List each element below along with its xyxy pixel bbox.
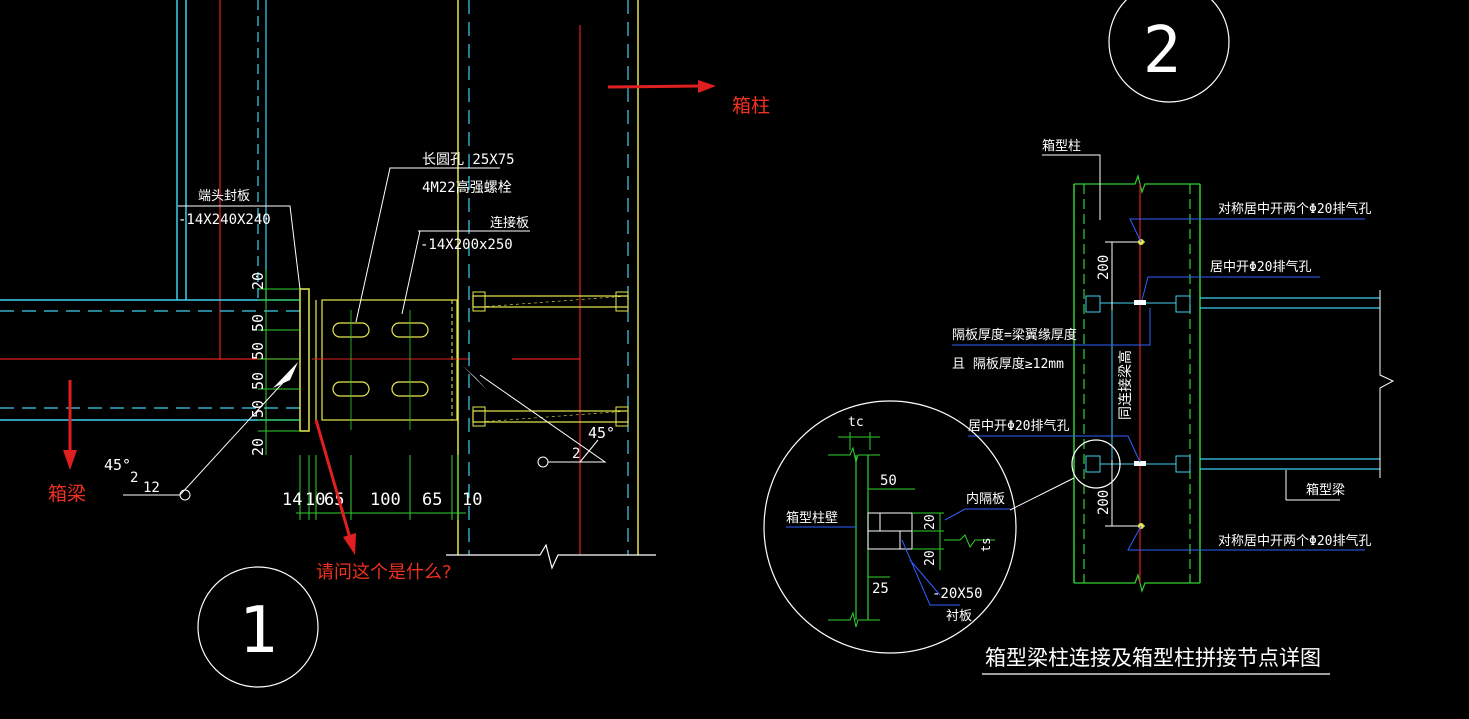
- dim-v-4: 50: [249, 372, 267, 390]
- detail-2-beam: [1200, 290, 1395, 478]
- dim-v-3: 50: [249, 342, 267, 360]
- dim-200-top: 200: [1096, 255, 1112, 280]
- vent-two-bottom: 对称居中开两个Φ20排气孔: [1218, 533, 1371, 549]
- detail-2-number: 2: [1143, 14, 1182, 88]
- detail-2: 2: [763, 0, 1395, 675]
- end-plate-title: 端头封板: [198, 189, 250, 204]
- vent-two-top: 对称居中开两个Φ20排气孔: [1218, 201, 1371, 217]
- weld-left-angle: 45°: [104, 456, 131, 474]
- dim-h-6: 10: [462, 490, 482, 510]
- weld-arrow-right: [462, 365, 487, 390]
- dim-h-5: 65: [422, 490, 442, 510]
- detail-2-leaders: [952, 154, 1365, 551]
- box-column: [446, 0, 656, 570]
- connection-plate-title: 连接板: [490, 215, 529, 231]
- dim-h-1: 14: [282, 490, 302, 510]
- detail-25: 25: [872, 581, 889, 597]
- drawing-title: 箱型梁柱连接及箱型柱拼接节点详图: [985, 646, 1321, 670]
- diaphragm-note-2: 且 隔板厚度≥12mm: [952, 356, 1064, 372]
- dim-v-2: 50: [249, 314, 267, 332]
- detail-50: 50: [880, 473, 897, 489]
- connection-plate-spec: -14X200x250: [420, 237, 513, 253]
- weld-left-gap: 12: [143, 480, 160, 496]
- beam-height-label: 同连接梁高: [1117, 350, 1134, 420]
- detail-inner-diaphragm: 内隔板: [966, 491, 1005, 507]
- dim-200-bottom: 200: [1096, 490, 1112, 515]
- leaders-detail-1: [123, 167, 607, 501]
- weld-arrow-left: [273, 362, 298, 388]
- dim-h-4: 100: [370, 490, 401, 510]
- vent-center-mid: 居中开Φ20排气孔: [968, 418, 1069, 434]
- end-plate-spec: -14X240X240: [178, 212, 271, 228]
- red-annotations: 箱柱 箱梁 请问这个是什么?: [48, 80, 770, 583]
- dim-v-6: 20: [249, 438, 267, 456]
- enlarged-detail: [763, 400, 1017, 654]
- detail-2-circle: [1108, 0, 1230, 103]
- detail-2-labels: 箱型柱 对称居中开两个Φ20排气孔 居中开Φ20排气孔 隔板厚度=梁翼缘厚度 且…: [952, 138, 1371, 549]
- detail-1-number: 1: [239, 594, 278, 668]
- detail-2-dim-labels: 200 200 同连接梁高: [1096, 255, 1134, 515]
- bolts-label: 4M22高强螺栓: [422, 179, 512, 196]
- vent-center-top: 居中开Φ20排气孔: [1210, 259, 1311, 275]
- detail-1: 20 50 50 50 50 20 14 10 65 100 65 10: [0, 0, 656, 688]
- detail-2-column: [1073, 173, 1201, 594]
- column-diaphragms: [472, 291, 629, 427]
- detail-1-circle: [197, 566, 319, 688]
- box-beam-annotation: 箱梁: [48, 483, 86, 505]
- vertical-dim-labels: 20 50 50 50 50 20: [249, 272, 267, 456]
- box-beam: [0, 299, 300, 421]
- enlarged-detail-labels: tc 箱型柱壁 50 20 20 内隔板 ts 25 -20X50 衬板: [786, 415, 1005, 624]
- detail-backing: 衬板: [946, 609, 972, 624]
- detail-2-diaphragms: [1085, 295, 1191, 473]
- end-plate: [299, 288, 310, 432]
- detail-20-top: 20: [923, 514, 938, 530]
- detail-20-bottom: 20: [923, 550, 938, 566]
- box-column-label: 箱型柱: [1042, 138, 1081, 154]
- detail-1-labels: 端头封板 -14X240X240 长圆孔 25X75 4M22高强螺栓 连接板 …: [104, 152, 615, 496]
- slot-hole-label: 长圆孔 25X75: [422, 152, 515, 168]
- weld-right-size: 2: [572, 446, 580, 462]
- connection-plate: [312, 299, 470, 430]
- detail-backing-spec: -20X50: [932, 586, 983, 602]
- weld-left-size: 2: [130, 470, 138, 486]
- horizontal-dimensions: [296, 455, 466, 520]
- vertical-dimensions: [258, 270, 300, 455]
- box-beam-label: 箱型梁: [1306, 482, 1345, 498]
- diaphragm-note-1: 隔板厚度=梁翼缘厚度: [952, 327, 1077, 343]
- dim-h-2: 10: [305, 490, 325, 510]
- detail-column-wall: 箱型柱壁: [786, 510, 838, 526]
- detail-tc: tc: [848, 415, 864, 430]
- detail-callout-circle: [1071, 439, 1121, 489]
- dim-v-1: 20: [249, 272, 267, 290]
- detail-ts: ts: [979, 538, 993, 552]
- weld-right-angle: 45°: [588, 424, 615, 442]
- box-column-annotation: 箱柱: [732, 95, 770, 117]
- question-annotation: 请问这个是什么?: [316, 562, 452, 583]
